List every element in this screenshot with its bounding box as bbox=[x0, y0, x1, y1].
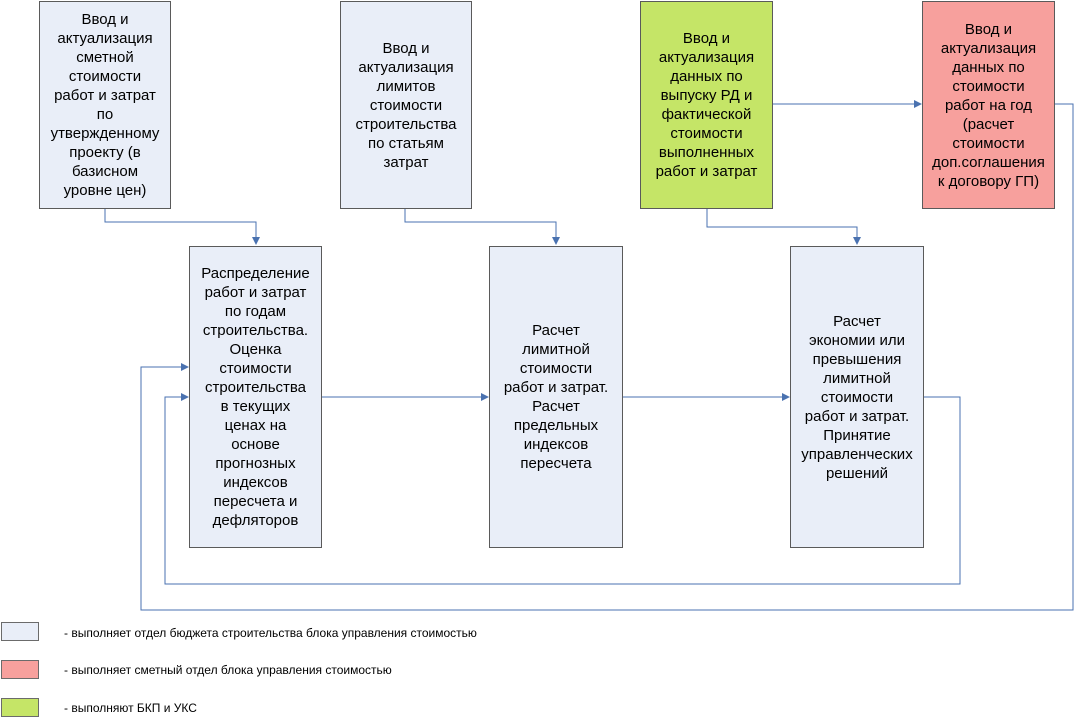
distribution-box: Распределение работ и затрат по годам ст… bbox=[189, 246, 322, 548]
legend-label-bkp-uks: - выполняют БКП и УКС bbox=[64, 701, 197, 715]
estimate-input-text: Ввод и актуализация сметной стоимости ра… bbox=[50, 11, 160, 199]
year-cost-input-text: Ввод и актуализация данных по стоимости … bbox=[932, 20, 1045, 190]
limit-calc-text: Расчет лимитной стоимости работ и затрат… bbox=[503, 322, 609, 472]
distribution-text: Распределение работ и затрат по годам ст… bbox=[201, 265, 310, 529]
arrow-year-cost-feedback-to-distribution bbox=[140, 103, 1074, 611]
savings-calc-text: Расчет экономии или превышения лимитной … bbox=[801, 312, 913, 482]
arrow-estimate-to-distribution bbox=[104, 208, 260, 245]
arrow-savings-feedback-to-distribution bbox=[164, 393, 961, 585]
legend-label-estimate-dept: - выполняет сметный отдел блока управлен… bbox=[64, 663, 392, 677]
rd-input-box: Ввод и актуализация данных по выпуску РД… bbox=[640, 1, 773, 209]
legend-swatch-budget-dept bbox=[1, 622, 39, 641]
legend-swatch-estimate-dept bbox=[1, 660, 39, 679]
savings-calc-box: Расчет экономии или превышения лимитной … bbox=[790, 246, 924, 548]
rd-input-text: Ввод и актуализация данных по выпуску РД… bbox=[655, 30, 758, 180]
limits-input-text: Ввод и актуализация лимитов стоимости ст… bbox=[355, 39, 457, 171]
legend-label-budget-dept: - выполняет отдел бюджета строительства … bbox=[64, 626, 477, 640]
limits-input-box: Ввод и актуализация лимитов стоимости ст… bbox=[340, 1, 472, 209]
legend-swatch-bkp-uks bbox=[1, 698, 39, 717]
arrow-rd-to-savings-calc bbox=[706, 208, 861, 245]
estimate-input-box: Ввод и актуализация сметной стоимости ра… bbox=[39, 1, 171, 209]
arrow-limits-to-limit-calc bbox=[404, 208, 560, 245]
limit-calc-box: Расчет лимитной стоимости работ и затрат… bbox=[489, 246, 623, 548]
year-cost-input-box: Ввод и актуализация данных по стоимости … bbox=[922, 1, 1055, 209]
